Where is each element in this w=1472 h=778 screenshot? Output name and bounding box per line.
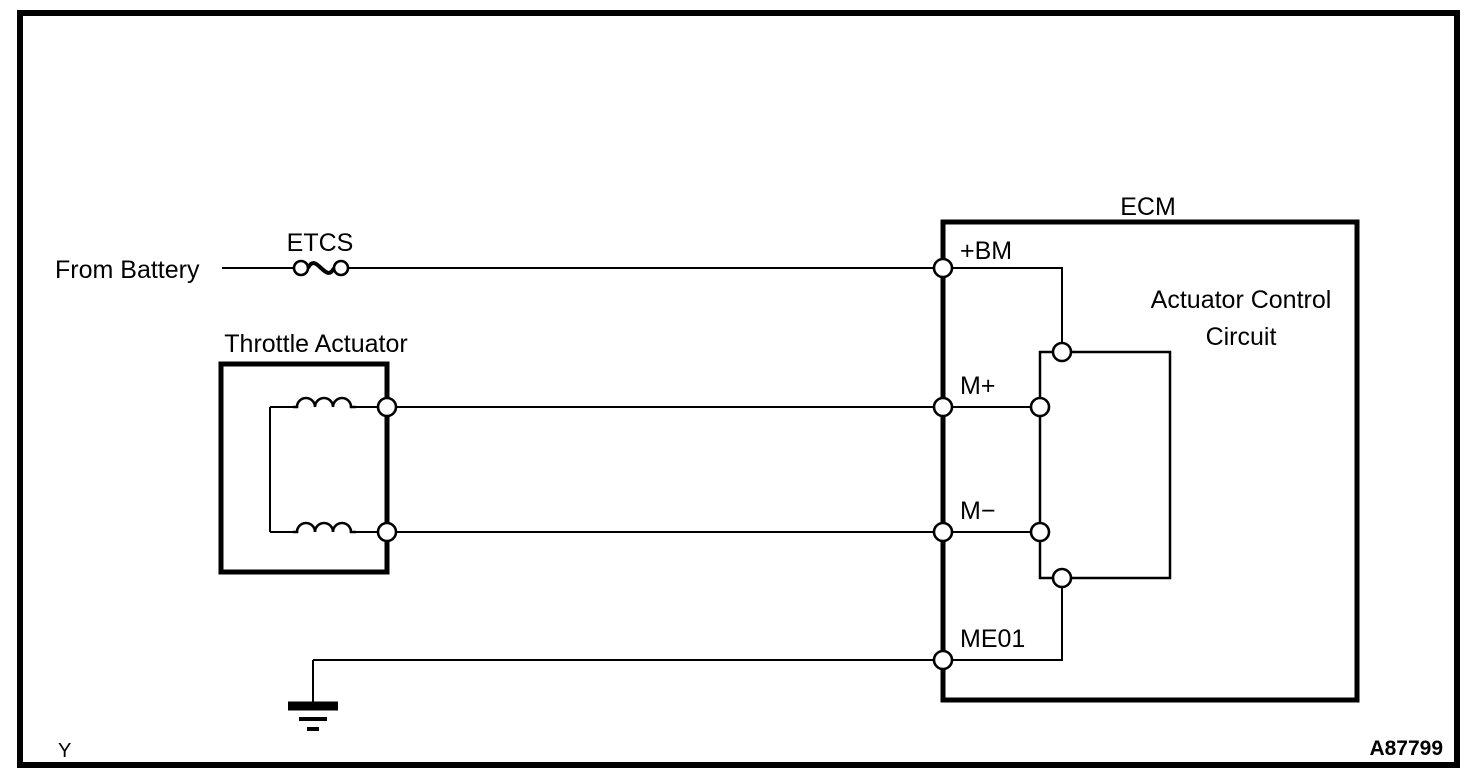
label-ecm: ECM xyxy=(1120,193,1176,221)
label-etcs-fuse: ETCS xyxy=(287,229,354,257)
label-terminal-me01: ME01 xyxy=(960,625,1025,653)
label-throttle-actuator: Throttle Actuator xyxy=(224,330,407,358)
node-acc-bottom xyxy=(1051,567,1073,589)
figure-code: A87799 xyxy=(1369,737,1443,760)
coil-lower-icon xyxy=(270,521,387,534)
label-terminal-mplus: M+ xyxy=(960,372,995,400)
node-me01-terminal xyxy=(932,649,954,671)
node-actuator-mplus xyxy=(376,396,398,418)
node-acc-top xyxy=(1051,341,1073,363)
coil-upper-icon xyxy=(270,396,387,409)
node-actuator-mminus xyxy=(376,521,398,543)
node-bm-terminal xyxy=(932,257,954,279)
corner-mark: Y xyxy=(58,740,71,762)
node-acc-mplus xyxy=(1029,396,1051,418)
wire-bm-internal xyxy=(943,267,1063,352)
node-mplus-terminal xyxy=(932,396,954,418)
wire-me01-internal xyxy=(943,578,1063,661)
label-from-battery: From Battery xyxy=(55,256,200,284)
label-actuator-control-2: Circuit xyxy=(1206,323,1277,351)
label-terminal-bm: +BM xyxy=(960,237,1012,265)
throttle-actuator-box xyxy=(218,361,390,575)
ground-symbol-icon xyxy=(288,701,338,731)
node-acc-mminus xyxy=(1029,521,1051,543)
label-actuator-control-1: Actuator Control xyxy=(1151,286,1332,314)
node-mminus-terminal xyxy=(932,521,954,543)
page-border xyxy=(17,10,1460,768)
actuator-control-circuit-box xyxy=(1038,350,1172,580)
etcs-fuse-icon xyxy=(292,259,350,277)
label-terminal-mminus: M− xyxy=(960,497,995,525)
